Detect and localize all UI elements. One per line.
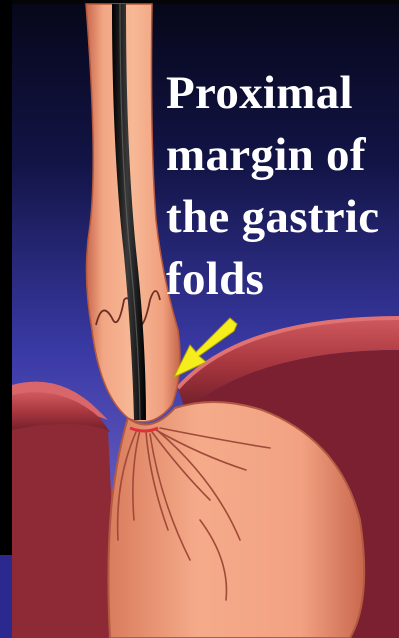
caption-line-4: folds <box>166 248 399 310</box>
caption: Proximal margin of the gastric folds <box>166 62 399 310</box>
caption-line-3: the gastric <box>166 186 399 248</box>
caption-line-1: Proximal <box>166 62 399 124</box>
caption-line-2: margin of <box>166 124 399 186</box>
